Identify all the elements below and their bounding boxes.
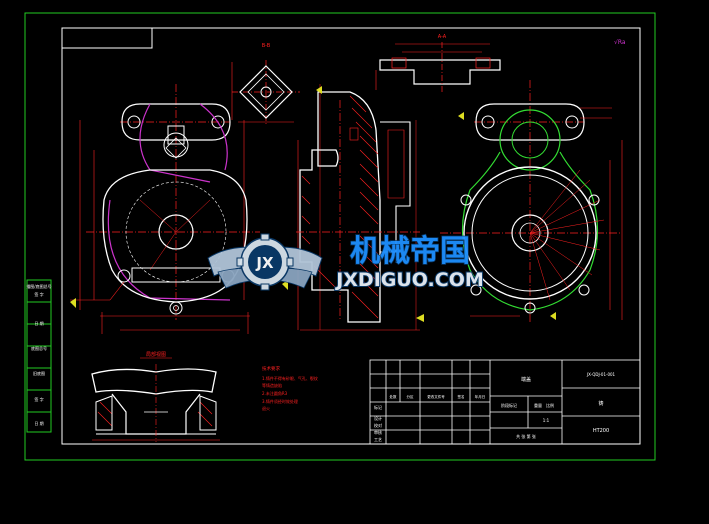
- inner-border-frame: [61, 27, 641, 445]
- section-aa-label: A-A: [438, 34, 447, 40]
- watermark-logo: JX 机械帝国 JXDIGUO.COM: [207, 233, 485, 292]
- strip-cell-2: 日 期: [34, 320, 43, 326]
- left-front-view: [70, 84, 260, 334]
- strip-cell-4: 旧底图: [33, 370, 45, 376]
- section-bb-detail: B-B: [231, 43, 300, 125]
- tech-note-4: 3.铸件须经时效处理: [262, 398, 298, 404]
- title-scale-label: 比例: [546, 402, 554, 408]
- title-sub-label-2: 更改文件号: [427, 394, 445, 399]
- title-part-name: 端盖: [521, 376, 531, 383]
- title-block-text: 端盖 JX-QDJ-01-001 铸 HT200 阶段标记 重量 比例 1:1 …: [374, 372, 616, 442]
- tech-note-3: 2.未注圆角R3: [262, 390, 288, 396]
- strip-cell-6: 日 期: [34, 420, 43, 426]
- tech-note-1: 1.铸件不得有砂眼、气孔、裂纹: [262, 375, 318, 381]
- title-sub-label-0: 处数: [390, 394, 398, 399]
- tech-note-2: 等铸造缺陷: [262, 382, 282, 388]
- title-sub-label-3: 签名: [458, 394, 465, 399]
- title-drawing-no: JX-QDJ-01-001: [586, 372, 616, 377]
- tech-note-5: 退火: [262, 405, 270, 411]
- title-weight-label: 重量: [534, 402, 542, 408]
- strip-cell-0: 描图/底图总号: [26, 283, 51, 289]
- title-row-label-4: 工艺: [374, 437, 382, 442]
- watermark-logo-letters: JX: [255, 254, 274, 272]
- top-left-code-box: [61, 27, 153, 49]
- title-scale: 1:1: [543, 418, 550, 423]
- section-aa-detail: A-A: [375, 34, 501, 92]
- strip-cell-5: 签 字: [34, 396, 43, 402]
- detail-view-label: 局部视图: [146, 351, 166, 358]
- section-bb-label: B-B: [262, 43, 271, 49]
- strip-cell-1: 签 字: [34, 291, 43, 297]
- title-sheet: 共 张 第 张: [516, 433, 536, 439]
- right-rear-view: [440, 80, 623, 322]
- watermark-english: JXDIGUO.COM: [334, 269, 484, 291]
- title-sub-label-4: 年月日: [475, 394, 486, 399]
- title-sub-label-1: 分区: [407, 394, 415, 399]
- title-row-label-1: 设计: [374, 415, 382, 421]
- left-revision-strip: 描图/底图总号 签 字 日 期 底图总号 旧底图 签 字 日 期: [26, 279, 52, 433]
- technical-requirements: 技术要求 1.铸件不得有砂眼、气孔、裂纹 等铸造缺陷 2.未注圆角R3 3.铸件…: [262, 365, 318, 411]
- tech-notes-heading: 技术要求: [262, 365, 280, 372]
- strip-cell-3: 底图总号: [31, 345, 47, 351]
- outer-border-frame: [24, 12, 656, 461]
- title-org: 铸: [598, 400, 603, 407]
- title-row-label-2: 校对: [374, 422, 382, 428]
- middle-side-section: [282, 84, 424, 331]
- roughness-corner-mark: √Ra: [614, 39, 626, 46]
- title-row-label-0: 标记: [374, 404, 382, 410]
- watermark-chinese: 机械帝国: [350, 234, 470, 269]
- bottom-detail-view: 局部视图: [91, 351, 220, 442]
- title-stage-label: 阶段标记: [501, 402, 517, 408]
- drawing-frames: [24, 12, 656, 461]
- title-row-label-3: 审核: [374, 429, 382, 435]
- title-material: HT200: [593, 428, 609, 434]
- title-block: [369, 359, 641, 445]
